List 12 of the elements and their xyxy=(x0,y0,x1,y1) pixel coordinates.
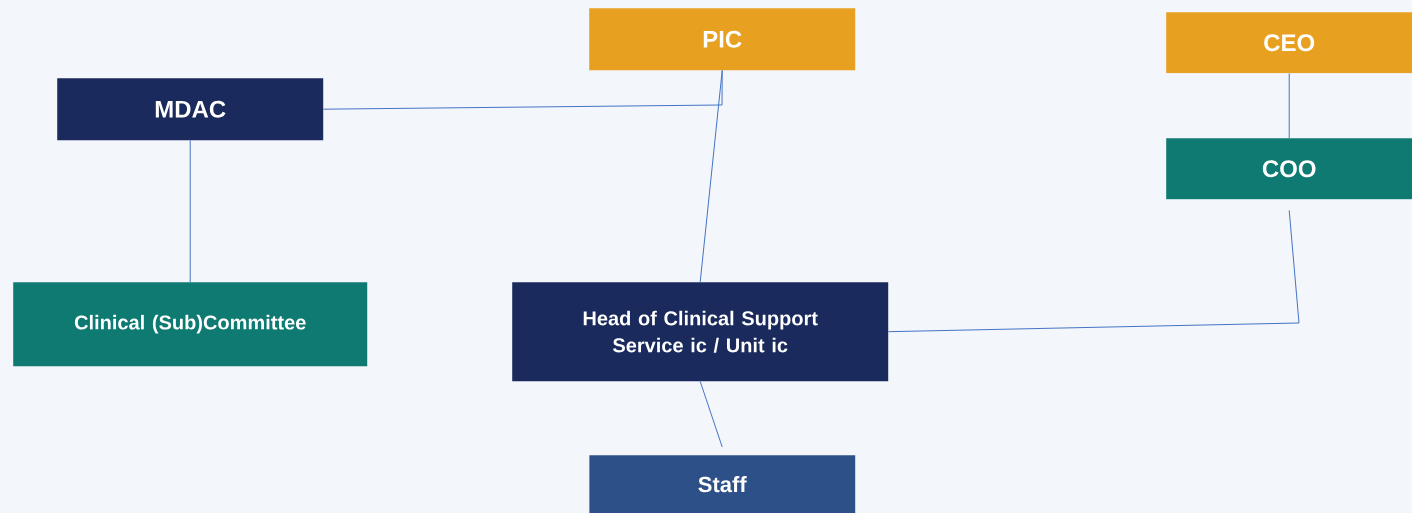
org-box: MDAC xyxy=(57,78,324,141)
connector-line xyxy=(699,69,723,283)
org-box: Clinical (Sub)Committee xyxy=(13,282,368,367)
org-box: CEO xyxy=(1166,12,1412,74)
org-box: Staff xyxy=(589,455,856,513)
org-box: PIC xyxy=(589,8,856,71)
connector-line xyxy=(189,139,191,283)
connector-line xyxy=(887,209,1300,333)
org-box: Head of Clinical Support Service ic / Unit ic xyxy=(512,282,889,382)
org-box: COO xyxy=(1166,138,1412,200)
connector-line xyxy=(699,380,723,448)
connector-line xyxy=(1288,72,1290,139)
